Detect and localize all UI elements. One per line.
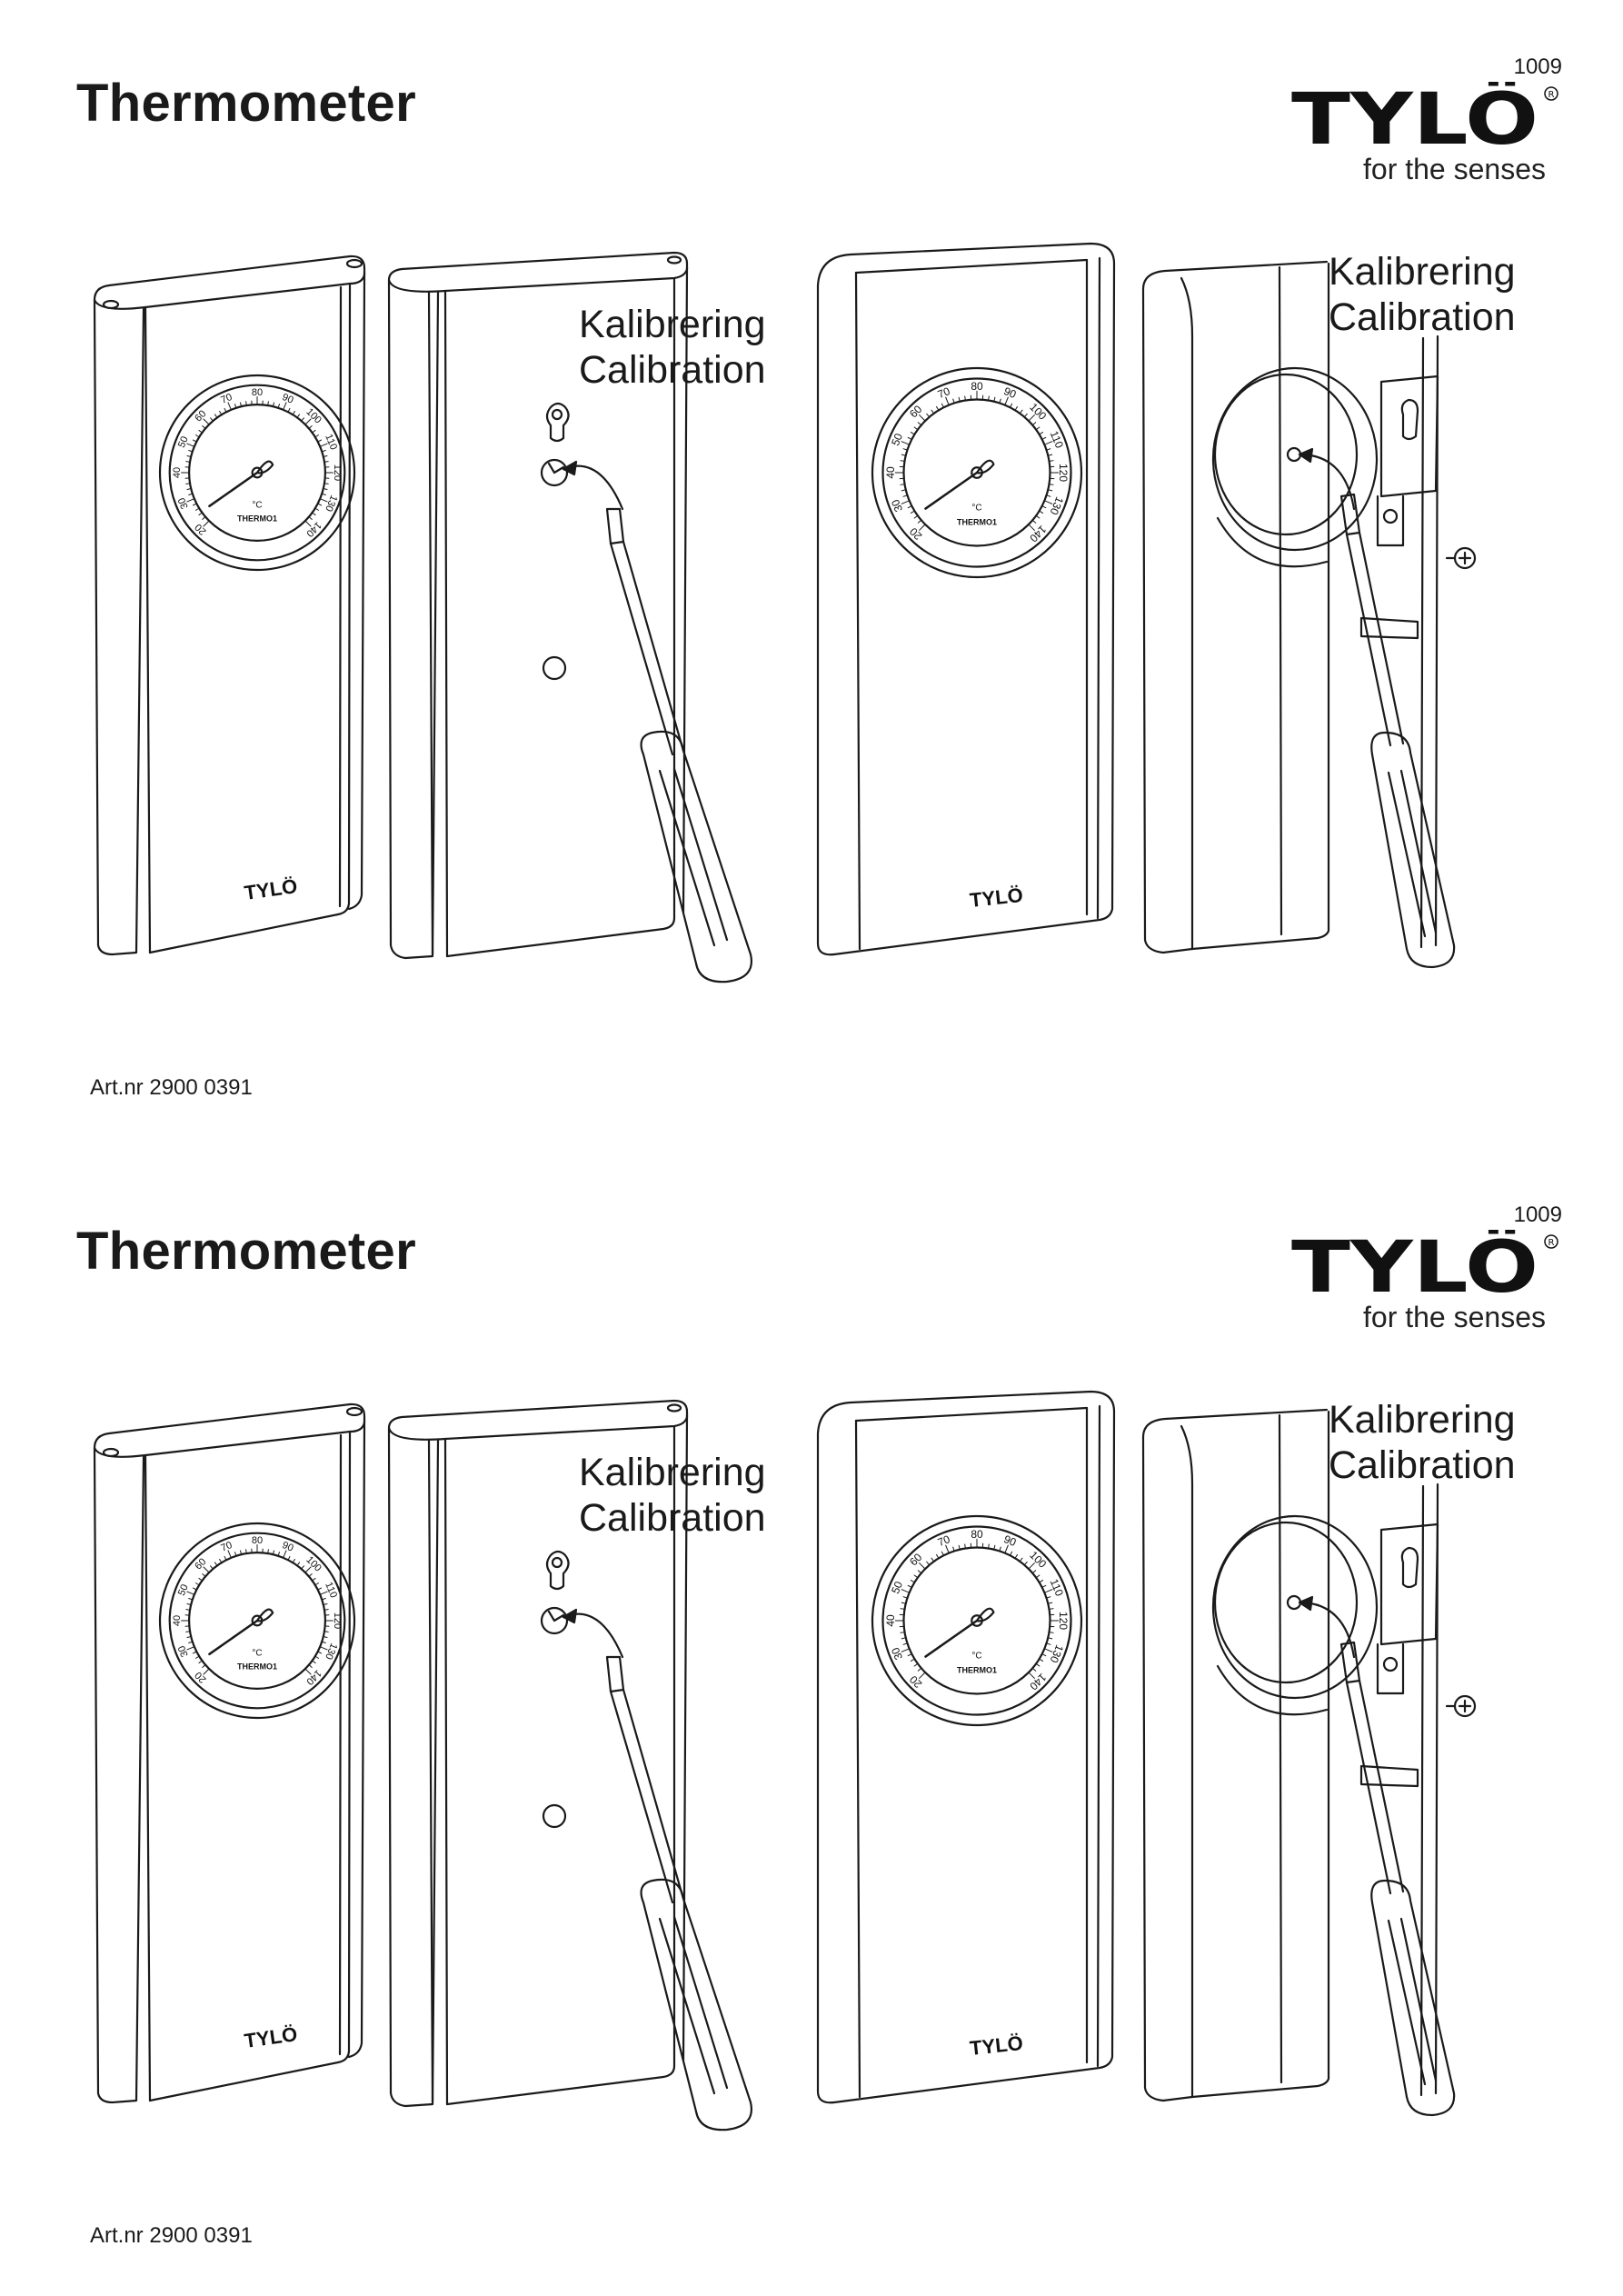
screwdriver-bracket (1339, 493, 1456, 969)
svg-text:30: 30 (176, 496, 191, 511)
svg-text:30: 30 (889, 497, 905, 514)
tylo-logo: TYLÖ R (1291, 1230, 1558, 1303)
calibration-label-right-sv: Kalibrering (1329, 250, 1516, 294)
svg-text:70: 70 (936, 1532, 952, 1549)
tylo-logo: TYLÖ R (1291, 82, 1558, 155)
brand-tagline: for the senses (1363, 1301, 1546, 1333)
svg-text:90: 90 (1002, 384, 1019, 401)
calibration-label-right-en: Calibration (1329, 1443, 1516, 1487)
svg-text:40: 40 (884, 1614, 897, 1627)
svg-text:120: 120 (332, 464, 343, 481)
svg-text:TYLÖ: TYLÖ (969, 883, 1024, 912)
svg-text:30: 30 (889, 1645, 905, 1662)
svg-text:70: 70 (936, 384, 952, 401)
svg-text:TYLÖ: TYLÖ (1291, 82, 1538, 155)
svg-text:40: 40 (884, 466, 897, 479)
screwdriver (605, 1655, 753, 2131)
svg-text:80: 80 (252, 387, 263, 398)
document-number: 1009 (1513, 1203, 1562, 1227)
screwdriver (605, 507, 753, 983)
article-number: Art.nr 2900 0391 (90, 1075, 253, 1100)
keyhole-slot (545, 402, 570, 443)
svg-text:THERMO1: THERMO1 (957, 1666, 997, 1675)
svg-text:50: 50 (889, 431, 905, 447)
calibration-label-right: Kalibrering Calibration (1329, 249, 1516, 340)
page-title: Thermometer (76, 74, 416, 133)
svg-text:50: 50 (176, 434, 191, 449)
svg-text:TYLÖ: TYLÖ (969, 2031, 1024, 2060)
svg-text:40: 40 (172, 467, 183, 478)
article-number: Art.nr 2900 0391 (90, 2223, 253, 2248)
svg-text:130: 130 (1047, 494, 1066, 516)
svg-text:80: 80 (252, 1535, 263, 1546)
thermometer-back-view (387, 251, 753, 983)
svg-text:120: 120 (332, 1612, 343, 1629)
calibration-label-right-en: Calibration (1329, 295, 1516, 339)
svg-text:THERMO1: THERMO1 (237, 514, 277, 524)
svg-text:70: 70 (219, 392, 234, 406)
svg-text:TYLÖ: TYLÖ (1291, 1230, 1538, 1303)
svg-text:50: 50 (176, 1582, 191, 1597)
calibration-label-right: Kalibrering Calibration (1329, 1397, 1516, 1488)
svg-text:110: 110 (1048, 429, 1066, 450)
svg-text:90: 90 (1002, 1532, 1019, 1549)
thermometer-back-view (387, 1399, 753, 2131)
svg-text:50: 50 (889, 1579, 905, 1595)
svg-text:R: R (1548, 90, 1555, 100)
calibration-label-left: Kalibrering Calibration (579, 302, 766, 393)
calibration-label-left-en: Calibration (579, 1496, 766, 1540)
keyhole-slot (545, 1550, 570, 1591)
calibration-label-left-en: Calibration (579, 348, 766, 392)
svg-text:30: 30 (176, 1644, 191, 1659)
svg-text:THERMO1: THERMO1 (957, 518, 997, 527)
svg-text:80: 80 (971, 1528, 983, 1541)
manual-sheet-2: Thermometer 1009 TYLÖ R for the senses 2… (0, 1148, 1623, 2296)
svg-text:°C: °C (971, 1651, 981, 1661)
svg-text:°C: °C (252, 1649, 262, 1659)
brand-tagline: for the senses (1363, 153, 1546, 185)
page-title: Thermometer (76, 1222, 416, 1281)
svg-text:TYLÖ: TYLÖ (243, 874, 299, 904)
screwdriver-bracket (1339, 1641, 1456, 2117)
svg-text:90: 90 (281, 1540, 295, 1554)
document-number: 1009 (1513, 55, 1562, 79)
calibration-label-left-sv: Kalibrering (579, 303, 766, 346)
svg-text:40: 40 (172, 1615, 183, 1626)
svg-text:THERMO1: THERMO1 (237, 1662, 277, 1672)
bracket-detail-view (1141, 260, 1477, 969)
svg-text:120: 120 (1057, 464, 1070, 482)
svg-text:90: 90 (281, 392, 295, 406)
svg-text:°C: °C (252, 501, 262, 511)
svg-text:70: 70 (219, 1540, 234, 1554)
bracket-detail-view (1141, 1408, 1477, 2117)
calibration-label-left-sv: Kalibrering (579, 1451, 766, 1494)
svg-text:TYLÖ: TYLÖ (243, 2022, 299, 2052)
svg-text:°C: °C (971, 503, 981, 513)
calibration-label-left: Kalibrering Calibration (579, 1450, 766, 1541)
calibration-label-right-sv: Kalibrering (1329, 1398, 1516, 1442)
svg-text:130: 130 (1047, 1642, 1066, 1664)
calibration-hole (540, 1606, 569, 1635)
svg-text:80: 80 (971, 380, 983, 393)
svg-text:120: 120 (1057, 1612, 1070, 1630)
calibration-hole (540, 458, 569, 487)
svg-text:R: R (1548, 1238, 1555, 1248)
svg-text:110: 110 (1048, 1577, 1066, 1598)
manual-sheet-1: Thermometer 1009 TYLÖ R for the senses 2… (76, 55, 1562, 1100)
